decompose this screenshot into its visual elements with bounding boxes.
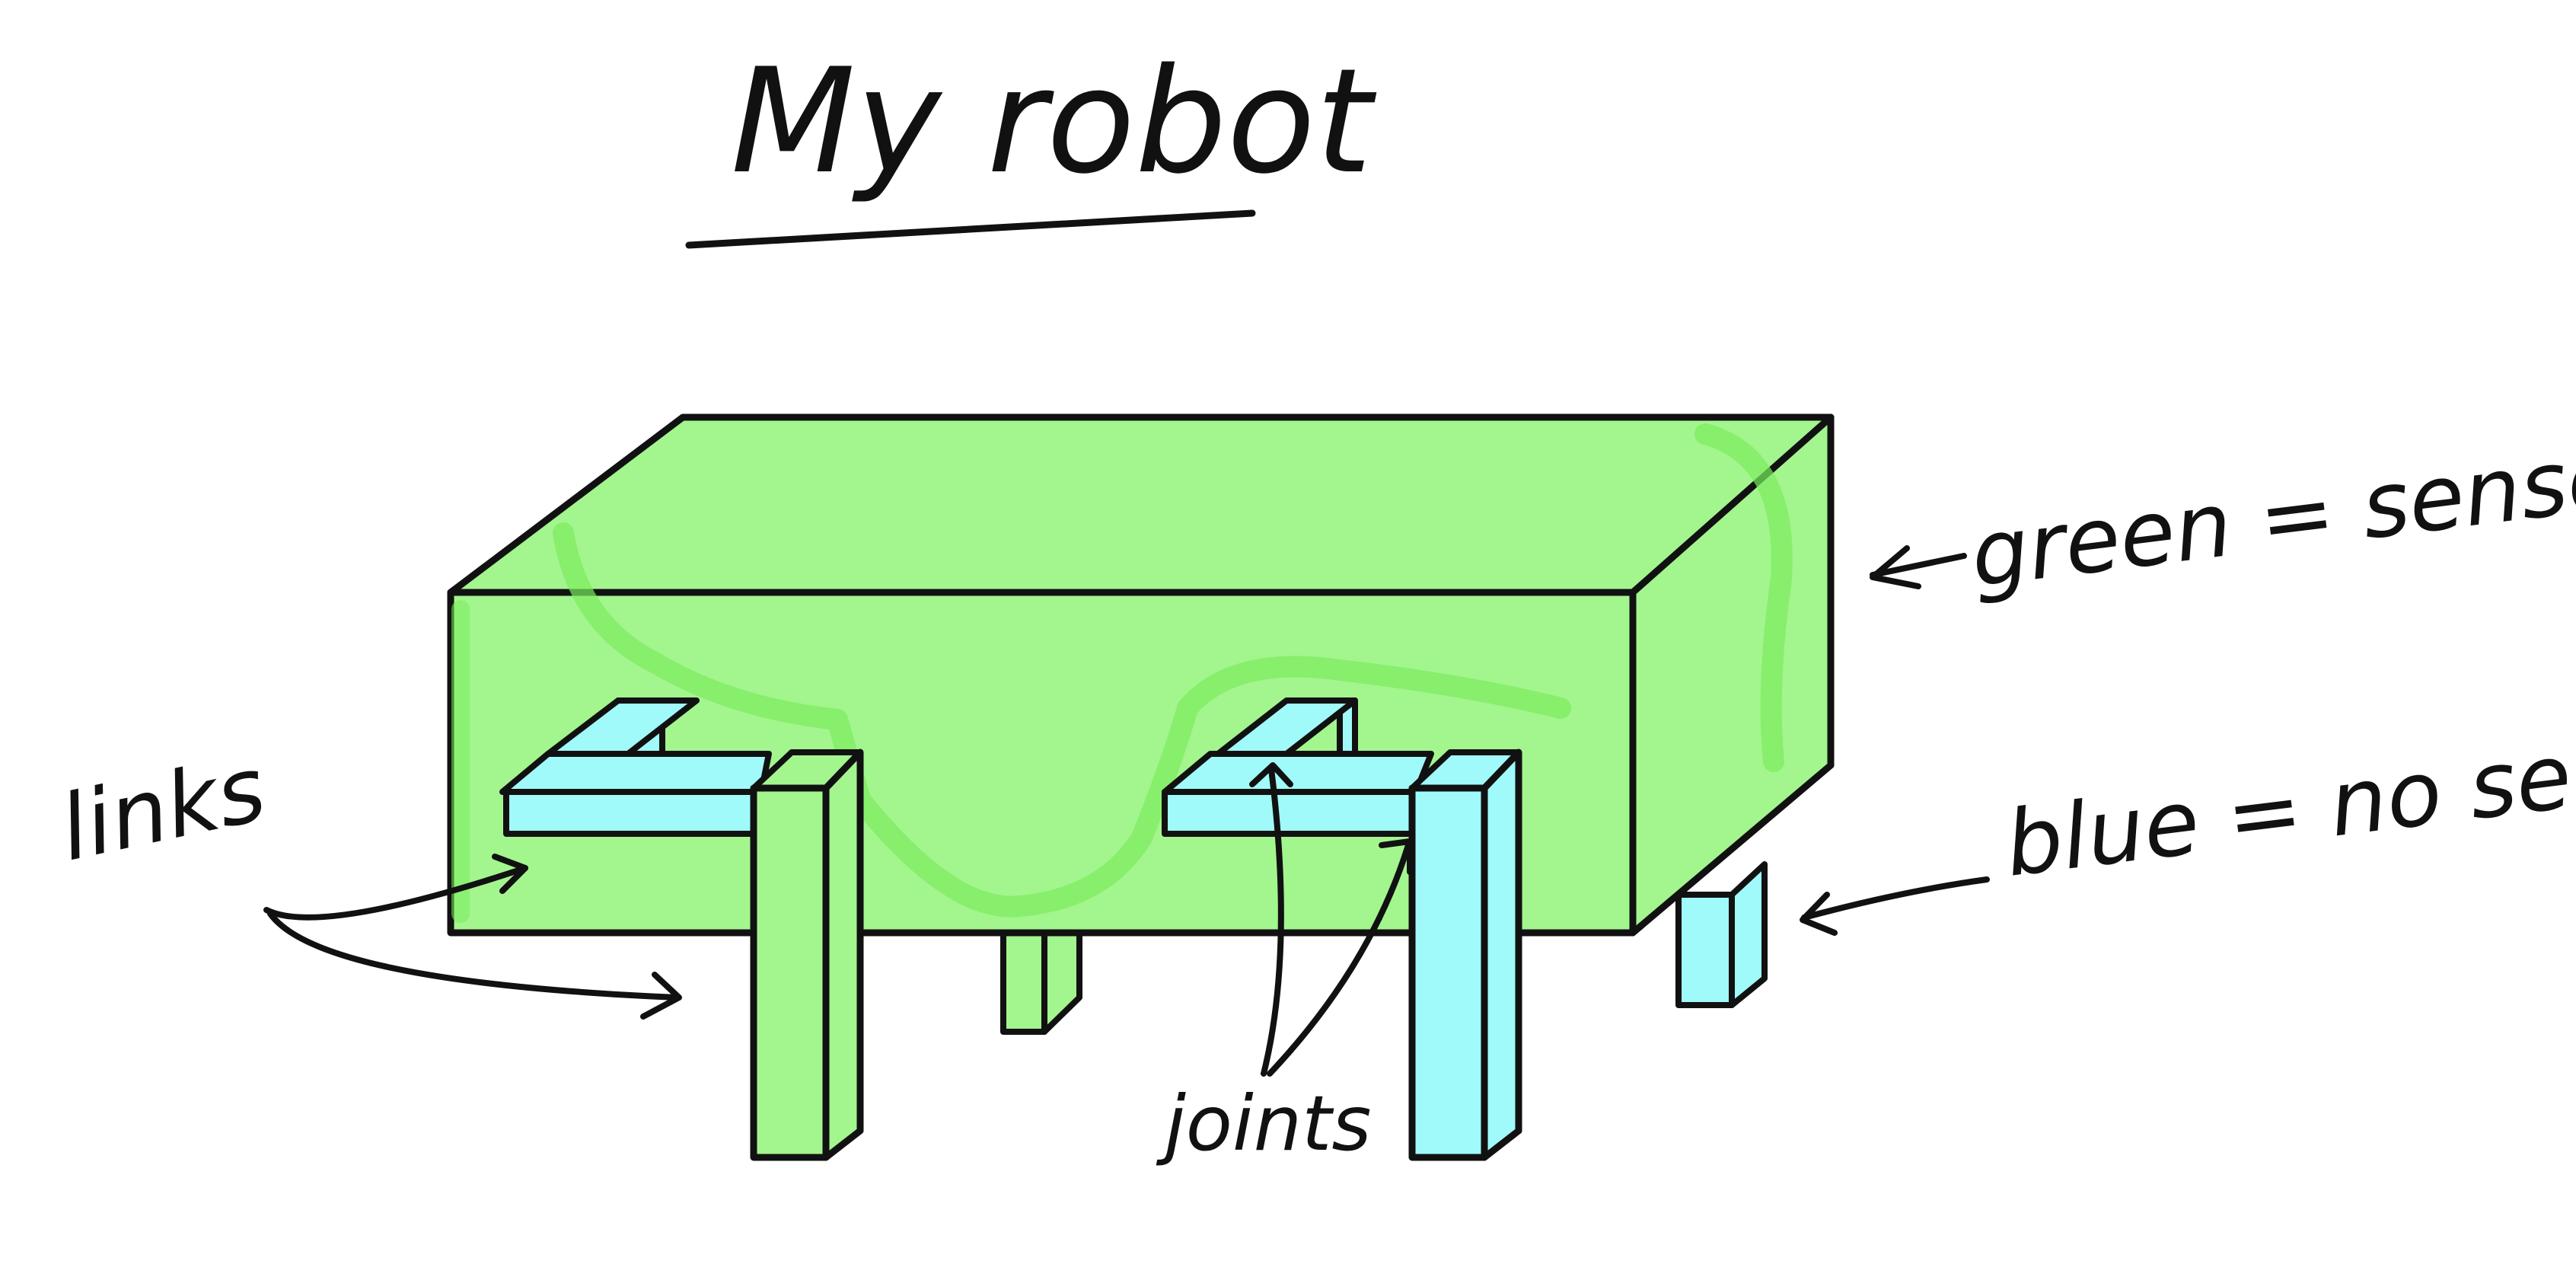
blue-legend-arrow <box>1804 879 1987 918</box>
leg-front-right <box>1412 752 1519 1157</box>
blue-legend-label: blue = no sensor <box>2000 699 2576 897</box>
green-legend-label: green = sensor <box>1965 418 2576 607</box>
joints-label: joints <box>1156 1079 1371 1168</box>
diagram-title: My robot <box>731 37 1377 206</box>
links-label: links <box>51 736 274 881</box>
title-underline <box>689 213 1252 245</box>
body-top-face <box>451 417 1831 592</box>
leg-front-left <box>754 752 860 1157</box>
robot-body <box>451 417 1831 933</box>
